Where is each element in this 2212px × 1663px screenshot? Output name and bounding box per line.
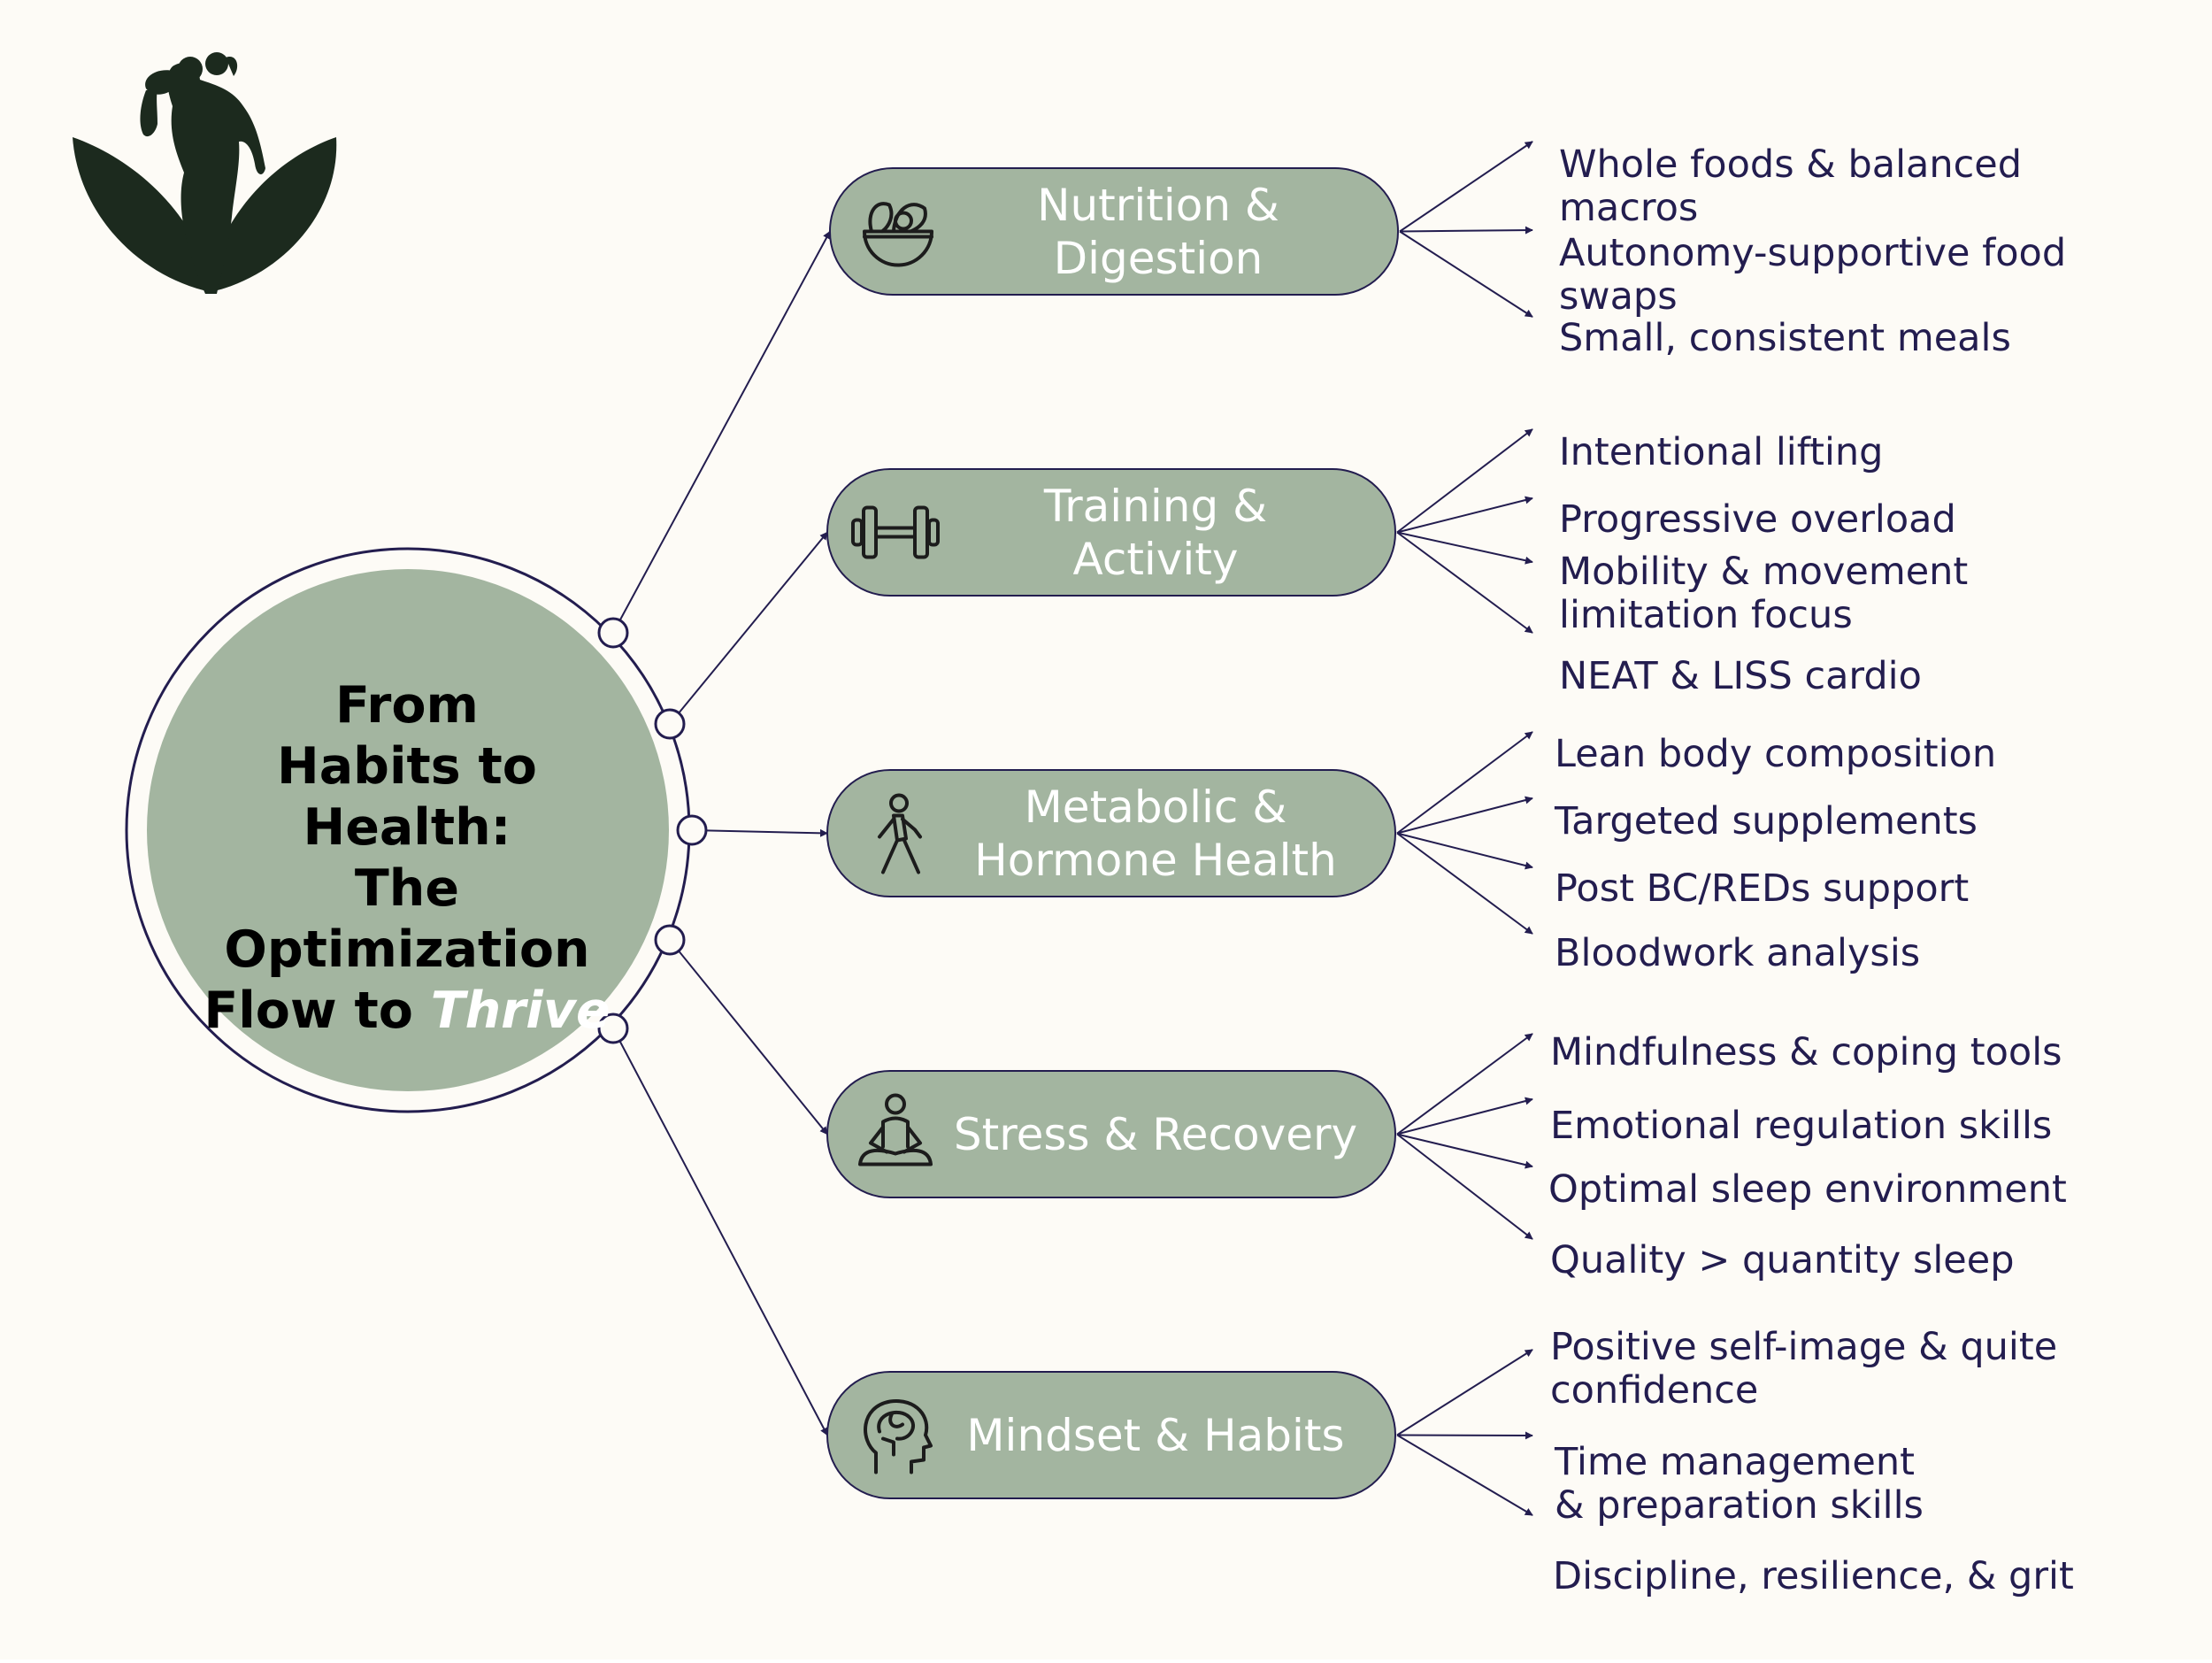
category-label-line: Digestion xyxy=(1053,232,1263,284)
outcome-item: Lean body composition xyxy=(1555,732,1997,776)
category-label-line: Training & xyxy=(1043,480,1268,532)
item-arrow xyxy=(1396,1033,1533,1136)
category-pill xyxy=(826,1371,1396,1499)
connector-node xyxy=(654,708,686,740)
central-circle xyxy=(147,569,669,1091)
category-label-line: Activity xyxy=(1072,533,1239,585)
fitness-couple-leaves-logo-icon xyxy=(73,52,337,294)
connector-line xyxy=(669,939,828,1136)
item-arrow xyxy=(1396,531,1533,634)
category-label: Training &Activity xyxy=(933,469,1378,596)
outcome-item: Progressive overload xyxy=(1559,497,1956,542)
item-arrow xyxy=(1399,226,1533,235)
title-line: Flow to Thrive xyxy=(204,981,610,1042)
title-line: The xyxy=(354,859,460,918)
connector-node xyxy=(676,814,708,846)
outcome-item: Emotional regulation skills xyxy=(1550,1104,2053,1148)
connector-node xyxy=(597,617,629,649)
outcome-item: Small, consistent meals xyxy=(1559,316,2011,360)
outcome-item: Positive self-image & quite confidence xyxy=(1550,1325,2058,1413)
category-label: Mindset & Habits xyxy=(933,1372,1378,1498)
dumbbell-icon xyxy=(851,505,940,559)
item-arrow xyxy=(1396,1349,1533,1436)
connector-line xyxy=(612,230,831,634)
item-arrow xyxy=(1396,796,1533,835)
outcome-item: Autonomy-supportive food swaps xyxy=(1559,231,2067,319)
item-arrow xyxy=(1396,731,1533,835)
title-prefix: Flow to xyxy=(204,982,431,1040)
connector-line xyxy=(612,1028,828,1436)
outcome-item: Intentional lifting xyxy=(1559,430,1884,474)
item-arrow xyxy=(1396,496,1533,534)
outcome-item: Discipline, resilience, & grit xyxy=(1553,1554,2074,1598)
category-pill xyxy=(826,769,1396,897)
category-pill xyxy=(826,1070,1396,1198)
outcome-item: Optimal sleep environment xyxy=(1548,1167,2067,1212)
category-label-line: Metabolic & xyxy=(1024,781,1287,833)
category-label: Stress & Recovery xyxy=(933,1071,1378,1197)
title-emphasis-thrive: Thrive xyxy=(430,982,611,1040)
outcome-item: Post BC/REDs support xyxy=(1555,866,1970,911)
outcome-item: Bloodwork analysis xyxy=(1555,931,1921,975)
category-pill xyxy=(826,468,1396,597)
item-arrow xyxy=(1396,428,1533,534)
walking-person-icon xyxy=(878,793,922,874)
salad-bowl-icon xyxy=(863,202,933,267)
outcome-item: Time management & preparation skills xyxy=(1555,1440,1924,1528)
outcome-item: Quality > quantity sleep xyxy=(1550,1238,2015,1282)
category-label: Metabolic &Hormone Health xyxy=(933,770,1378,897)
item-arrow xyxy=(1396,1133,1533,1169)
category-pill xyxy=(829,167,1399,296)
brain-head-icon xyxy=(864,1399,933,1474)
category-label-line: Stress & Recovery xyxy=(953,1108,1358,1160)
item-arrow xyxy=(1396,531,1533,565)
category-label-line: Nutrition & xyxy=(1037,179,1279,231)
item-arrow xyxy=(1399,230,1533,318)
item-arrow xyxy=(1396,832,1533,935)
connector-line xyxy=(669,531,828,725)
outcome-item: NEAT & LISS cardio xyxy=(1559,654,1922,698)
connector-line xyxy=(691,828,828,837)
outcome-item: Whole foods & balanced macros xyxy=(1559,142,2023,230)
category-label-line: Hormone Health xyxy=(974,834,1337,886)
item-arrow xyxy=(1396,1434,1533,1516)
title-line: Health: xyxy=(303,798,511,857)
item-arrow xyxy=(1399,141,1533,233)
outcome-item: Targeted supplements xyxy=(1555,799,1978,843)
title-line: Optimization xyxy=(224,920,590,979)
outcome-item: Mobility & movement limitation focus xyxy=(1559,550,1969,637)
category-label: Nutrition &Digestion xyxy=(936,168,1380,295)
connector-node xyxy=(654,924,686,956)
item-arrow xyxy=(1396,1097,1533,1136)
central-node xyxy=(125,547,708,1113)
item-arrow xyxy=(1396,1133,1533,1240)
title-line: From xyxy=(335,676,479,735)
meditation-icon xyxy=(858,1093,933,1166)
category-label-line: Mindset & Habits xyxy=(966,1409,1345,1461)
central-title: From Habits to Health: The Optimization … xyxy=(146,584,668,1133)
connector-node xyxy=(597,1012,629,1044)
outcome-item: Mindfulness & coping tools xyxy=(1550,1030,2062,1074)
category-nodes xyxy=(826,167,1399,1499)
title-line: Habits to xyxy=(277,737,537,796)
item-arrow xyxy=(1396,832,1533,870)
connector-lines xyxy=(612,141,1533,1516)
